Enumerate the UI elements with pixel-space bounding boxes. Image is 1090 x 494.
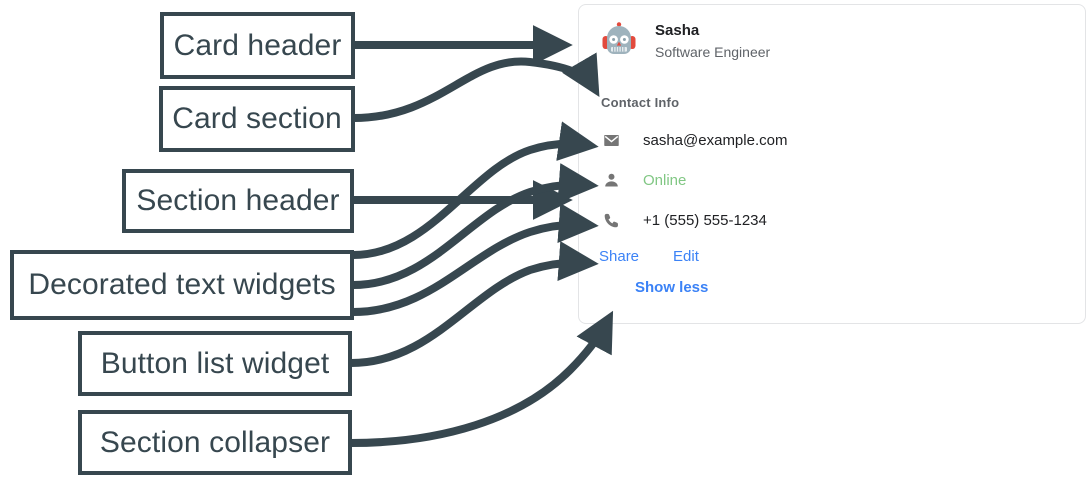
- section-header: Contact Info: [601, 95, 680, 110]
- card-header-title: Sasha: [655, 22, 700, 40]
- card-header-subtitle: Software Engineer: [655, 43, 771, 60]
- button-list-widget: Share Edit: [599, 248, 1085, 265]
- share-button[interactable]: Share: [599, 248, 640, 265]
- section-collapser-button[interactable]: Show less: [635, 279, 709, 296]
- arrow-section-collapser: [350, 310, 614, 447]
- annotation-box-section-header: Section header: [122, 169, 354, 233]
- decorated-text-email: sasha@example.com: [601, 128, 1085, 152]
- card-header: Sasha Software Engineer: [579, 5, 1085, 77]
- robot-avatar-icon: [597, 19, 641, 63]
- decorated-text-email-value: sasha@example.com: [643, 131, 788, 149]
- arrow-card-section: [353, 52, 600, 122]
- annotation-box-section-collapser: Section collapser: [78, 410, 352, 475]
- card-section: Contact Info sasha@example.com: [579, 77, 1085, 296]
- card-header-text: Sasha Software Engineer: [655, 22, 770, 59]
- arrow-button-list: [350, 241, 599, 367]
- decorated-text-status: Online: [601, 168, 1085, 192]
- decorated-text-phone: +1 (555) 555-1234: [601, 208, 1085, 232]
- person-icon: [601, 172, 621, 189]
- decorated-text-status-value: Online: [643, 171, 687, 189]
- profile-card: Sasha Software Engineer Contact Info sas…: [578, 4, 1086, 324]
- edit-button[interactable]: Edit: [673, 248, 699, 265]
- arrow-decorated-text-2: [352, 163, 599, 289]
- arrow-decorated-text-3: [352, 203, 599, 316]
- annotation-box-decorated-text-widgets: Decorated text widgets: [10, 250, 354, 320]
- annotation-box-button-list-widget: Button list widget: [78, 331, 352, 396]
- phone-icon: [601, 212, 621, 229]
- annotation-box-card-section: Card section: [159, 86, 355, 152]
- arrow-decorated-text-1: [352, 121, 599, 259]
- envelope-icon: [601, 132, 621, 149]
- decorated-text-phone-value: +1 (555) 555-1234: [643, 211, 767, 229]
- annotation-box-card-header: Card header: [160, 12, 355, 79]
